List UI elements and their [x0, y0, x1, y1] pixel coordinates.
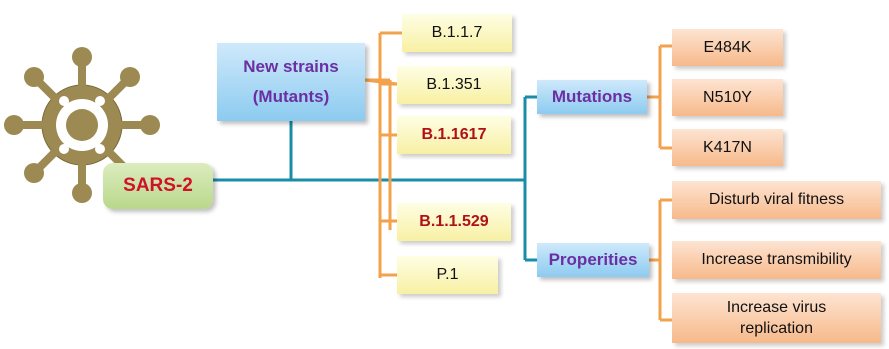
variant-b11617: B.1.1617	[397, 116, 511, 154]
virus-icon	[4, 47, 160, 203]
properties-node: Properities	[537, 243, 649, 277]
property-replication: Increase virus replication	[672, 293, 881, 343]
variant-b1351: B.1.351	[397, 66, 511, 104]
mutations-node: Mutations	[537, 80, 647, 114]
mutation-e484k: E484K	[672, 29, 783, 66]
property-disturb-fitness: Disturb viral fitness	[672, 181, 881, 219]
new-strains-line1: New strains	[243, 57, 339, 76]
variant-b117: B.1.1.7	[402, 14, 512, 52]
property-transmibility: Increase transmibility	[672, 241, 881, 279]
mutation-k417n: K417N	[672, 129, 783, 166]
sars2-root-node: SARS-2	[103, 163, 213, 209]
new-strains-line2: (Mutants)	[252, 87, 330, 106]
variant-p1: P.1	[397, 256, 498, 294]
variant-b11529: B.1.1.529	[397, 203, 511, 241]
mutation-n510y: N510Y	[672, 79, 783, 116]
new-strains-node: New strains (Mutants)	[217, 43, 365, 121]
